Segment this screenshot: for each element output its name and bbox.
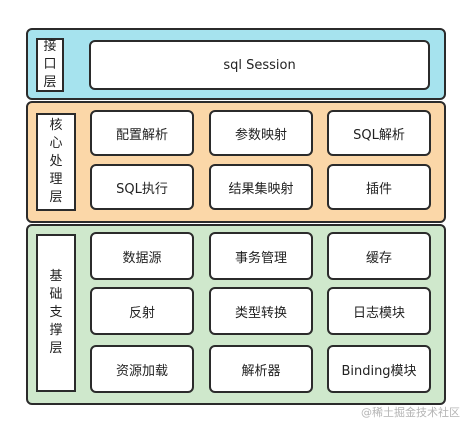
- module-sql-parsing: SQL解析: [327, 110, 431, 156]
- module-plugin: 插件: [327, 164, 431, 210]
- module-logging: 日志模块: [327, 287, 431, 335]
- module-cache: 缓存: [327, 232, 431, 280]
- core-layer-label: 核心处理层: [36, 113, 76, 211]
- module-sql-session: sql Session: [89, 40, 430, 90]
- module-parameter-mapping: 参数映射: [209, 110, 313, 156]
- base-layer-label: 基础支撑层: [36, 234, 76, 392]
- module-config-parsing: 配置解析: [90, 110, 194, 156]
- core-layer-label-text: 核心处理层: [49, 118, 63, 205]
- module-reflection: 反射: [90, 287, 194, 335]
- module-transaction-management: 事务管理: [209, 232, 313, 280]
- base-layer-label-text: 基础支撑层: [49, 269, 63, 356]
- module-data-source: 数据源: [90, 232, 194, 280]
- module-binding: Binding模块: [327, 345, 431, 393]
- interface-layer-label-text: 接口层: [43, 39, 57, 90]
- module-resource-loading: 资源加载: [90, 345, 194, 393]
- module-type-conversion: 类型转换: [209, 287, 313, 335]
- module-parser: 解析器: [209, 345, 313, 393]
- module-sql-execution: SQL执行: [90, 164, 194, 210]
- interface-layer-label: 接口层: [36, 38, 64, 92]
- module-result-set-mapping: 结果集映射: [209, 164, 313, 210]
- watermark: @稀土掘金技术社区: [361, 406, 460, 419]
